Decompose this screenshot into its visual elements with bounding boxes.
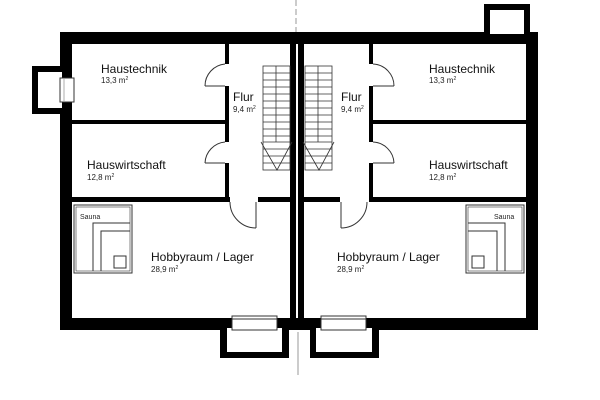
- stairs-left: [260, 65, 293, 171]
- sauna-label-left: Sauna: [80, 214, 100, 221]
- room-name-flur-right: Flur: [341, 90, 362, 104]
- room-area-haustechnik-left: 13,3 m2: [101, 76, 128, 85]
- light-well-bottom-right: [310, 315, 379, 358]
- door-left-hobbyraum: [229, 201, 257, 229]
- room-area-haustechnik-right: 13,3 m2: [429, 76, 456, 85]
- room-name-haustechnik-right: Haustechnik: [429, 62, 496, 76]
- sauna-right: [465, 204, 525, 274]
- door-right-hobbyraum: [340, 201, 368, 229]
- light-well-bottom-left: [220, 315, 289, 358]
- room-name-hauswirtschaft-left: Hauswirtschaft: [87, 158, 166, 172]
- room-area-hauswirtschaft-left: 12,8 m2: [87, 173, 114, 182]
- exterior-walls: [60, 32, 538, 330]
- shaft-top-right: [484, 4, 530, 34]
- sauna-label-right: Sauna: [494, 214, 514, 221]
- stairs-right: [302, 65, 335, 171]
- sauna-left: [73, 204, 133, 274]
- door-left-haustechnik: [204, 63, 226, 87]
- room-area-hobbyraum-right: 28,9 m2: [337, 265, 364, 274]
- interior-walls-left: [72, 44, 290, 202]
- room-area-flur-right: 9,4 m2: [341, 105, 364, 114]
- room-area-hauswirtschaft-right: 12,8 m2: [429, 173, 456, 182]
- door-left-hauswirtschaft: [204, 141, 226, 164]
- room-name-hauswirtschaft-right: Hauswirtschaft: [429, 158, 508, 172]
- room-name-flur-left: Flur: [233, 90, 254, 104]
- room-area-flur-left: 9,4 m2: [233, 105, 256, 114]
- room-area-hobbyraum-left: 28,9 m2: [151, 265, 178, 274]
- room-name-hobbyraum-left: Hobbyraum / Lager: [151, 250, 254, 264]
- room-name-hobbyraum-right: Hobbyraum / Lager: [337, 250, 440, 264]
- door-right-hauswirtschaft: [372, 141, 395, 164]
- door-right-haustechnik: [372, 63, 395, 87]
- light-well-left: [32, 66, 75, 114]
- room-name-haustechnik-left: Haustechnik: [101, 62, 168, 76]
- interior-walls-right: [304, 44, 526, 202]
- center-axis-line: [295, 0, 299, 375]
